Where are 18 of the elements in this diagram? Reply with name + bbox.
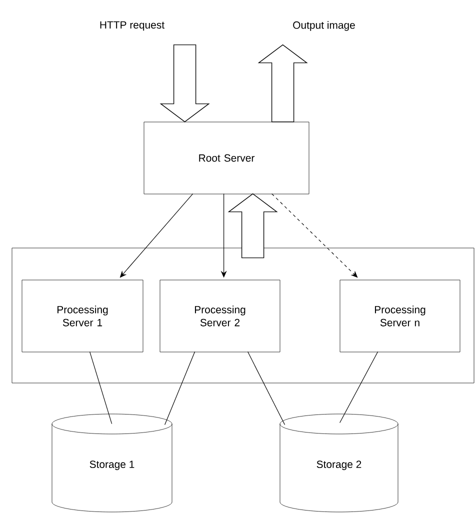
connector-line — [248, 352, 286, 426]
node-label: Storage 2 — [316, 460, 362, 470]
block-arrow — [160, 44, 210, 122]
bare-label: HTTP request — [100, 21, 164, 31]
block-arrow — [228, 193, 278, 258]
bare-label: Output image — [293, 21, 355, 31]
server-box: Root Server — [144, 122, 310, 194]
connector-line — [340, 352, 378, 424]
server-box: Processing Server 2 — [160, 280, 280, 352]
group-frame — [12, 248, 474, 384]
block-arrow — [258, 44, 308, 122]
storage-cylinder: Storage 1 — [52, 414, 172, 512]
storage-cylinder: Storage 2 — [280, 414, 398, 512]
server-box: Processing Server 1 — [22, 280, 144, 352]
server-box: Processing Server n — [340, 280, 460, 352]
connector-line — [90, 352, 112, 424]
node-label: Storage 1 — [90, 460, 134, 470]
connector-line — [164, 352, 196, 426]
